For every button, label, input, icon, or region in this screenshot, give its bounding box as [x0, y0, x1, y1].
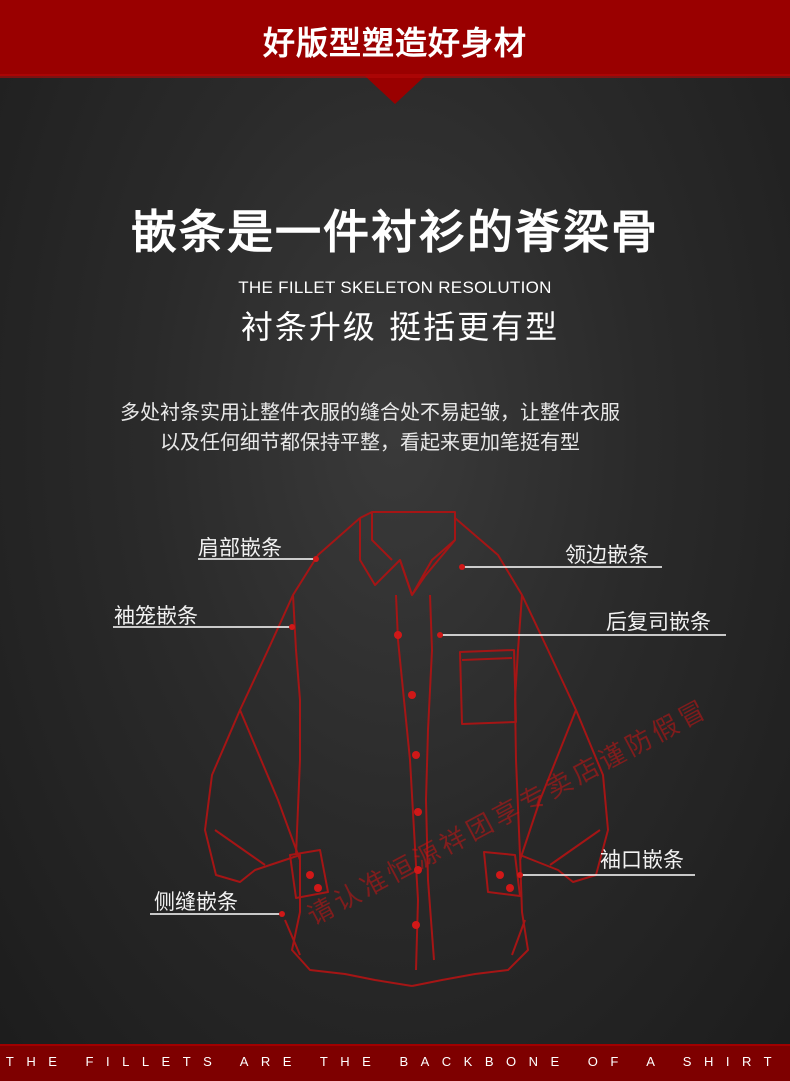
callout-back-yoke: 后复司嵌条 [606, 610, 711, 634]
description-line-2: 以及任何细节都保持平整，看起来更加笔挺有型 [160, 430, 580, 454]
callout-side-seam: 侧缝嵌条 [154, 890, 238, 914]
description-line-1: 多处衬条实用让整件衣服的缝合处不易起皱，让整件衣服 [120, 400, 620, 424]
description: 多处衬条实用让整件衣服的缝合处不易起皱，让整件衣服 以及任何细节都保持平整，看起… [0, 397, 740, 457]
footer-bar: THE FILLETS ARE THE BACKBONE OF A SHIRT [0, 1044, 790, 1081]
banner-title: 好版型塑造好身材 [262, 24, 527, 62]
footer-text: THE FILLETS ARE THE BACKBONE OF A SHIRT [5, 1054, 785, 1069]
callout-sleeve-cage: 袖笼嵌条 [114, 604, 198, 628]
shirt-illustration [113, 511, 726, 987]
subtitle-english: THE FILLET SKELETON RESOLUTION [238, 278, 552, 297]
page-headline: 嵌条是一件衬衫的脊梁骨 [131, 205, 659, 259]
callout-cuff: 袖口嵌条 [600, 848, 684, 872]
callout-shoulder: 肩部嵌条 [198, 536, 282, 560]
subtitle-chinese: 衬条升级 挺括更有型 [240, 308, 560, 346]
callout-collar: 领边嵌条 [565, 543, 649, 567]
banner-shape [0, 0, 790, 104]
top-banner: 好版型塑造好身材 [0, 0, 790, 104]
